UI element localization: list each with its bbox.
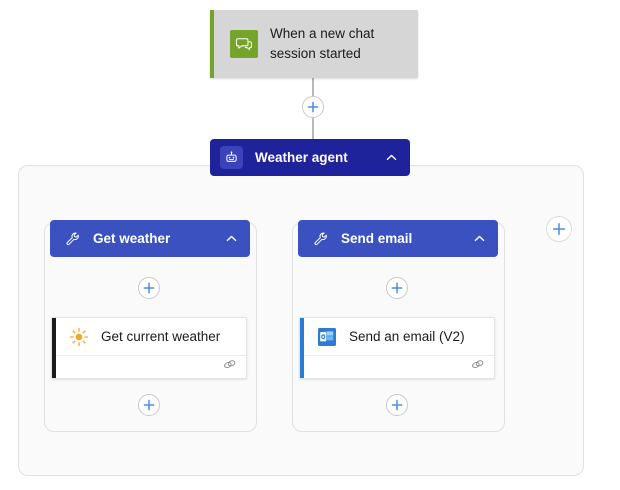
add-step-after-send-an-email[interactable] — [386, 394, 408, 416]
add-step-in-get-weather[interactable] — [138, 277, 160, 299]
robot-icon — [220, 146, 243, 169]
add-step-after-trigger[interactable] — [302, 96, 324, 118]
connection-link-icon-email[interactable] — [470, 357, 485, 377]
wrench-icon-send-email — [312, 230, 330, 248]
card-accent-bar-weather — [52, 318, 56, 378]
sun-icon — [68, 326, 90, 348]
card-body-weather: Get current weather — [56, 318, 246, 378]
action-card-send-an-email[interactable]: Send an email (V2) — [299, 317, 495, 379]
outlook-icon — [316, 326, 338, 348]
trigger-label: When a new chat session started — [270, 26, 375, 61]
tool-label-send-email: Send email — [341, 231, 413, 246]
action-card-get-current-weather[interactable]: Get current weather — [51, 317, 247, 379]
tool-node-send-email[interactable]: Send email — [298, 220, 498, 257]
card-accent-bar-email — [300, 318, 304, 378]
card-body-email: Send an email (V2) — [304, 318, 494, 378]
agent-node-weather-agent[interactable]: Weather agent — [210, 139, 410, 176]
card-header-weather: Get current weather — [56, 318, 246, 356]
card-title-email: Send an email (V2) — [349, 329, 465, 344]
tool-label-get-weather: Get weather — [93, 231, 171, 246]
wrench-icon-get-weather — [64, 230, 82, 248]
add-tool-to-agent[interactable] — [546, 216, 572, 242]
add-step-in-send-email[interactable] — [386, 277, 408, 299]
connection-link-icon-weather[interactable] — [222, 357, 237, 377]
trigger-accent-bar — [210, 10, 214, 78]
chevron-up-icon-agent[interactable] — [385, 151, 398, 164]
card-footer-email — [304, 356, 494, 378]
trigger-node[interactable]: When a new chat session started — [210, 10, 418, 78]
card-title-weather: Get current weather — [101, 329, 221, 344]
chevron-up-icon-get-weather[interactable] — [225, 232, 238, 245]
tool-node-get-weather[interactable]: Get weather — [50, 220, 250, 257]
add-step-after-get-current-weather[interactable] — [138, 394, 160, 416]
card-footer-weather — [56, 356, 246, 378]
chat-bubble-icon — [230, 30, 258, 58]
agent-label: Weather agent — [255, 150, 348, 165]
chevron-up-icon-send-email[interactable] — [473, 232, 486, 245]
card-header-email: Send an email (V2) — [304, 318, 494, 356]
